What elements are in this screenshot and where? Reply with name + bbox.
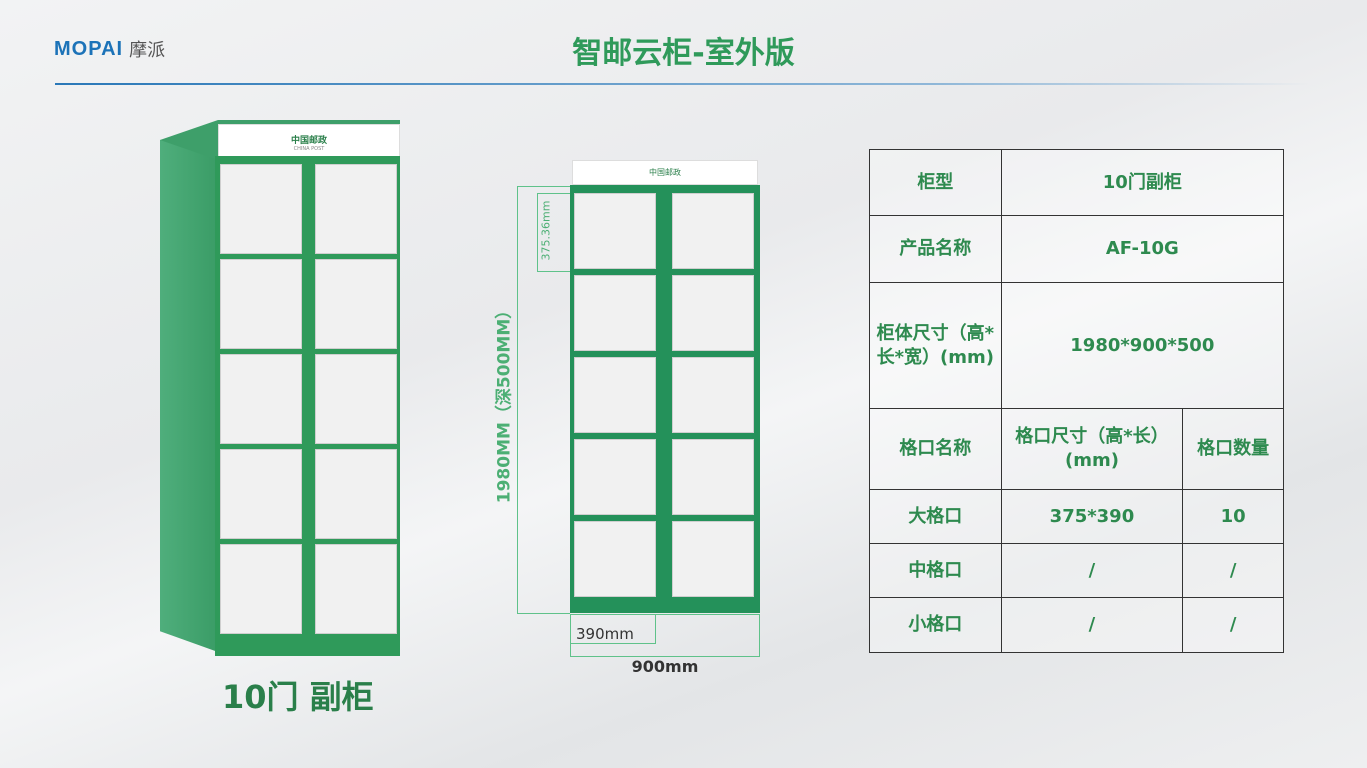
row-value: 1980*900*500 (1000, 282, 1285, 409)
page-title: 智邮云柜-室外版 (572, 36, 795, 71)
header-cell: 格口名称 (869, 408, 1002, 490)
locker-door (574, 357, 656, 433)
row-label: 柜体尺寸（高*长*宽）(mm) (869, 282, 1002, 409)
locker-door (672, 521, 754, 597)
locker-door (220, 449, 302, 539)
locker-door (574, 193, 656, 269)
cabinet-side (160, 132, 218, 652)
table-row: 中格口// (869, 543, 1284, 598)
row-label: 产品名称 (869, 215, 1002, 283)
slot-size: / (1000, 543, 1184, 598)
header-cell: 格口尺寸（高*长）(mm) (1000, 408, 1184, 490)
locker-door (574, 521, 656, 597)
sign-sub: CHINA POST (293, 145, 325, 152)
locker-door (220, 259, 302, 349)
row-value: 10门副柜 (1000, 149, 1285, 216)
height-dimension (517, 186, 570, 614)
locker-door (220, 164, 302, 254)
row-value: AF-10G (1000, 215, 1285, 283)
cabinet-caption: 10门 副柜 (222, 678, 374, 716)
locker-door (315, 164, 397, 254)
door-height-label: 375.36mm (539, 200, 553, 261)
locker-door (672, 357, 754, 433)
table-row: 柜体尺寸（高*长*宽）(mm)1980*900*500 (869, 282, 1285, 409)
drawing-sign: 中国邮政 (572, 160, 758, 185)
slot-count: 10 (1182, 489, 1284, 544)
cabinet-sign: 中国邮政 CHINA POST (218, 124, 400, 160)
table-header-row: 格口名称格口尺寸（高*长）(mm)格口数量 (869, 408, 1284, 490)
logo-cn: 摩派 (129, 40, 166, 61)
locker-door (315, 544, 397, 634)
locker-door (574, 275, 656, 351)
locker-door (574, 439, 656, 515)
header-cell: 格口数量 (1182, 408, 1284, 490)
logo: MOPAI 摩派 (54, 36, 165, 62)
cabinet-3d: 中国邮政 CHINA POST (160, 120, 400, 660)
slot-name: 中格口 (869, 543, 1002, 598)
slot-count: / (1182, 597, 1284, 653)
locker-door (672, 193, 754, 269)
slot-name: 小格口 (869, 597, 1002, 653)
locker-door (315, 354, 397, 444)
slot-size: 375*390 (1000, 489, 1184, 544)
door-height-dimension (537, 193, 570, 272)
cabinet-front (215, 156, 400, 656)
locker-door (220, 354, 302, 444)
total-width-label: 900mm (631, 657, 699, 676)
door-width-label: 390mm (576, 625, 634, 643)
locker-door (315, 449, 397, 539)
slot-count: / (1182, 543, 1284, 598)
sign-text: 中国邮政 (290, 135, 327, 146)
header-divider (55, 83, 1310, 85)
table-row: 小格口// (869, 597, 1284, 653)
locker-door (672, 275, 754, 351)
slot-size: / (1000, 597, 1184, 653)
slot-name: 大格口 (869, 489, 1002, 544)
cabinet-drawing: 中国邮政 (570, 160, 760, 615)
locker-door (672, 439, 754, 515)
drawing-front (570, 185, 760, 613)
locker-door (315, 259, 397, 349)
height-label: 1980MM（深500MM） (494, 301, 515, 504)
drawing-sign-text: 中国邮政 (649, 168, 681, 177)
total-width-dimension (570, 614, 760, 657)
row-label: 柜型 (869, 149, 1002, 216)
locker-door (220, 544, 302, 634)
logo-en: MOPAI (54, 37, 124, 60)
